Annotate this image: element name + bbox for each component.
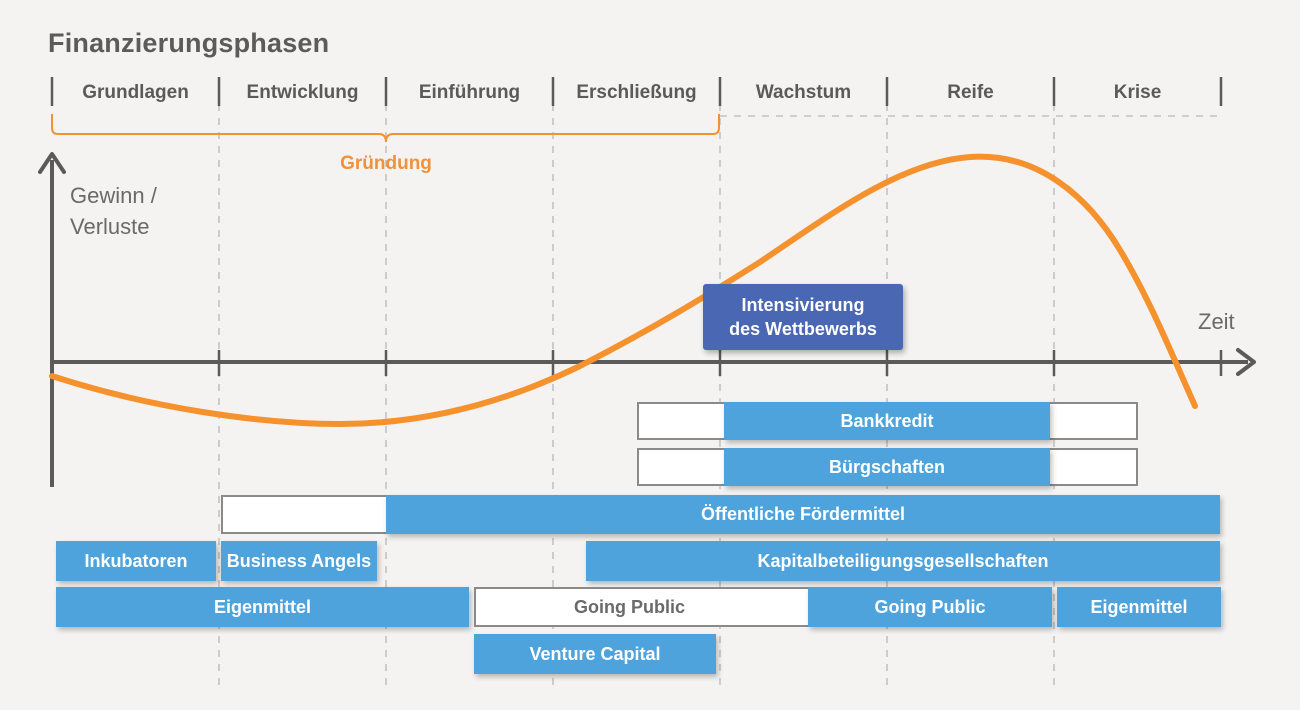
phase-erschliessung: Erschließung [576,82,697,103]
bar-inkubatoren: Inkubatoren [56,541,216,581]
bar-bankkredit: Bankkredit [724,402,1050,440]
bar-business-angels: Business Angels [221,541,377,581]
founding-label: Gründung [340,153,432,174]
page-title: Finanzierungsphasen [48,28,330,58]
bar-kapitalbeteiligungsgesellschaften: Kapitalbeteiligungsgesellschaften [586,541,1220,581]
x-axis-label: Zeit [1198,309,1235,334]
phase-krise: Krise [1113,82,1162,103]
x-axis-arrowhead [1236,348,1256,376]
bar-going-public: Going Public [808,587,1052,627]
profit-curve [49,153,1198,428]
competition-callout: Intensivierung des Wettbewerbs [703,284,903,350]
phase-einfuehrung: Einführung [418,82,521,103]
bar-oeffentliche-foerdermittel: Öffentliche Fördermittel [386,495,1220,534]
bar-buergschaften: Bürgschaften [724,448,1050,486]
phase-grundlagen: Grundlagen [82,82,189,103]
bar-going-public-outline: Going Public [474,587,864,627]
foerdermittel-range-outline [221,495,391,534]
y-axis-label: Gewinn / Verluste [70,183,157,239]
y-axis-arrowhead [38,152,66,174]
phase-wachstum: Wachstum [755,82,852,103]
bar-venture-capital: Venture Capital [474,634,716,674]
phase-reife: Reife [947,82,994,103]
founding-brace [51,114,720,143]
phase-entwicklung: Entwicklung [246,82,359,103]
bar-eigenmittel: Eigenmittel [56,587,469,627]
bar-eigenmittel-krise: Eigenmittel [1057,587,1221,627]
